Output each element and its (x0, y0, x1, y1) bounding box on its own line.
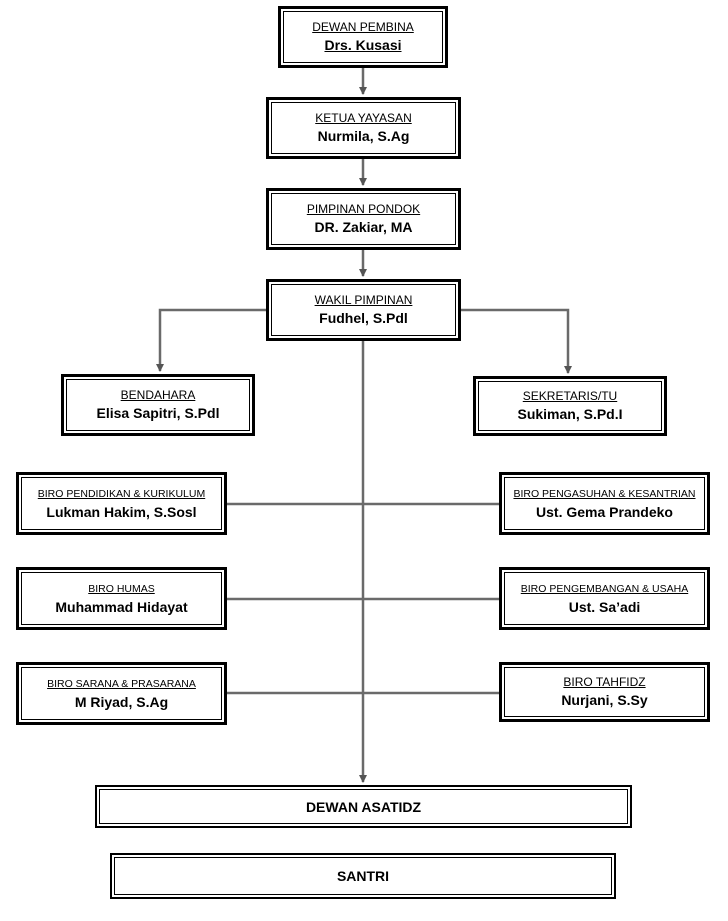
sekretaris-box: SEKRETARIS/TU Sukiman, S.Pd.I (473, 376, 667, 436)
dewan-asatidz-box: DEWAN ASATIDZ (95, 785, 632, 828)
biro-pengasuhan-box: BIRO PENGASUHAN & KESANTRIAN Ust. Gema P… (499, 472, 710, 535)
bendahara-role: BENDAHARA (120, 388, 196, 402)
sekretaris-role: SEKRETARIS/TU (522, 389, 618, 403)
biro-tahfidz-role: BIRO TAHFIDZ (563, 675, 646, 689)
dewan-pembina-box: DEWAN PEMBINA Drs. Kusasi (278, 6, 448, 68)
biro-pendidikan-role: BIRO PENDIDIKAN & KURIKULUM (37, 487, 206, 500)
biro-pendidikan-box: BIRO PENDIDIKAN & KURIKULUM Lukman Hakim… (16, 472, 227, 535)
pimpinan-pondok-name: DR. Zakiar, MA (314, 219, 413, 235)
wakil-pimpinan-role: WAKIL PIMPINAN (314, 293, 413, 307)
ketua-yayasan-name: Nurmila, S.Ag (317, 128, 410, 144)
biro-tahfidz-name: Nurjani, S.Sy (561, 692, 648, 708)
dewan-pembina-name: Drs. Kusasi (324, 37, 402, 53)
biro-pengembangan-box: BIRO PENGEMBANGAN & USAHA Ust. Sa’adi (499, 567, 710, 630)
santri-label: SANTRI (336, 868, 390, 884)
wakil-pimpinan-box: WAKIL PIMPINAN Fudhel, S.Pdl (266, 279, 461, 341)
dewan-asatidz-label: DEWAN ASATIDZ (305, 798, 422, 815)
biro-pengembangan-name: Ust. Sa’adi (568, 598, 641, 615)
biro-sarana-name: M Riyad, S.Ag (74, 693, 169, 710)
sekretaris-name: Sukiman, S.Pd.I (517, 406, 623, 422)
biro-humas-role: BIRO HUMAS (88, 582, 155, 595)
pimpinan-pondok-role: PIMPINAN PONDOK (306, 202, 421, 216)
dewan-pembina-role: DEWAN PEMBINA (312, 20, 414, 34)
wakil-pimpinan-name: Fudhel, S.Pdl (319, 310, 408, 326)
connector-wakil-sekretaris (461, 308, 572, 374)
ketua-yayasan-box: KETUA YAYASAN Nurmila, S.Ag (266, 97, 461, 159)
santri-box: SANTRI (110, 853, 616, 899)
bendahara-name: Elisa Sapitri, S.Pdl (96, 405, 220, 421)
biro-humas-box: BIRO HUMAS Muhammad Hidayat (16, 567, 227, 630)
biro-pengasuhan-role: BIRO PENGASUHAN & KESANTRIAN (513, 487, 696, 500)
ketua-yayasan-role: KETUA YAYASAN (315, 111, 412, 125)
biro-pendidikan-name: Lukman Hakim, S.Sosl (46, 503, 197, 520)
biro-sarana-role: BIRO SARANA & PRASARANA (47, 677, 196, 690)
bendahara-box: BENDAHARA Elisa Sapitri, S.Pdl (61, 374, 255, 436)
biro-pengasuhan-name: Ust. Gema Prandeko (536, 503, 673, 520)
biro-humas-name: Muhammad Hidayat (55, 598, 188, 615)
biro-sarana-box: BIRO SARANA & PRASARANA M Riyad, S.Ag (16, 662, 227, 725)
biro-tahfidz-box: BIRO TAHFIDZ Nurjani, S.Sy (499, 662, 710, 722)
connector-wakil-bendahara (156, 308, 267, 372)
pimpinan-pondok-box: PIMPINAN PONDOK DR. Zakiar, MA (266, 188, 461, 250)
biro-pengembangan-role: BIRO PENGEMBANGAN & USAHA (520, 582, 689, 595)
